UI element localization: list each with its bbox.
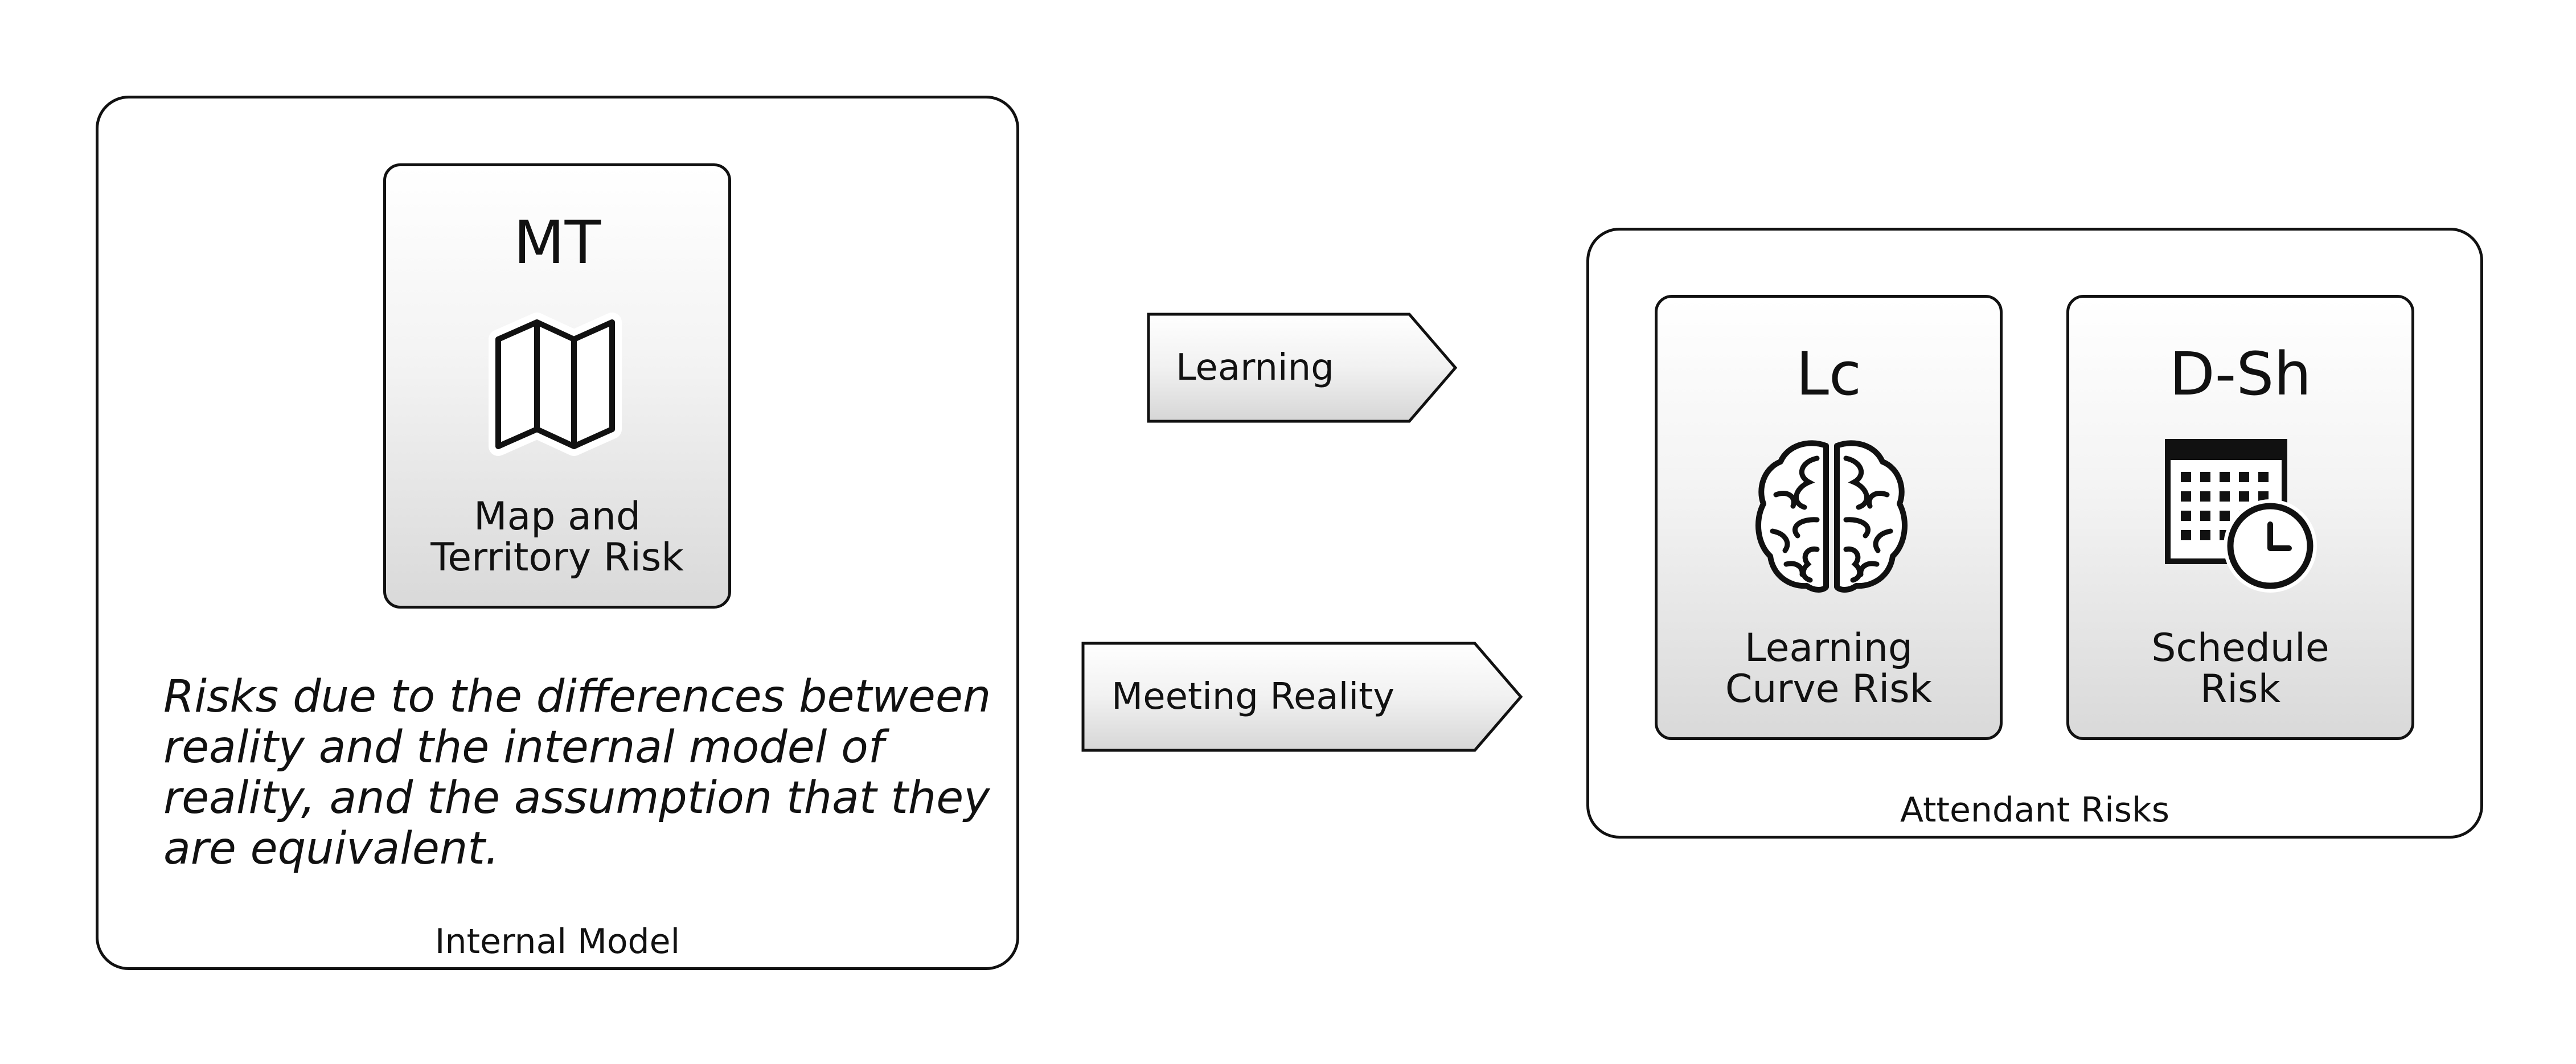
meeting-reality-arrow: Meeting Reality (1081, 642, 1523, 752)
schedule-risk-card: D-Sh Schedule Risk (2066, 295, 2414, 740)
internal-model-description: Risks due to the differences between rea… (163, 671, 991, 874)
card-label: Map and Territory Risk (386, 496, 728, 578)
map-icon (480, 313, 634, 456)
card-code: D-Sh (2169, 339, 2312, 409)
card-code: MT (513, 208, 601, 277)
attendant-risks-caption: Attendant Risks (1900, 790, 2170, 830)
card-label-line: Curve Risk (1725, 667, 1933, 712)
card-code: Lc (1795, 339, 1862, 409)
description-line: are equivalent. (163, 823, 499, 874)
brain-icon (1753, 436, 1910, 598)
card-label-line: Schedule (2151, 626, 2329, 671)
card-label: Learning Curve Risk (1658, 628, 2000, 710)
card-label-line: Learning (1744, 626, 1913, 671)
map-territory-risk-card: MT Map and Territory Risk (383, 163, 731, 609)
card-label-line: Territory Risk (430, 535, 684, 580)
description-line: Risks due to the differences between (163, 671, 991, 722)
learning-arrow-label: Learning (1176, 347, 1334, 389)
description-line: reality and the internal model of (163, 722, 884, 773)
calendar-clock-icon (2165, 439, 2317, 593)
meeting-reality-arrow-label: Meeting Reality (1111, 676, 1395, 718)
card-label-line: Risk (2200, 667, 2280, 712)
learning-curve-risk-card: Lc Learning Curve Risk (1655, 295, 2003, 740)
internal-model-caption: Internal Model (434, 922, 680, 962)
description-line: reality, and the assumption that they (163, 773, 990, 824)
card-label: Schedule Risk (2069, 628, 2411, 710)
card-label-line: Map and (473, 494, 641, 539)
learning-arrow: Learning (1147, 313, 1458, 423)
